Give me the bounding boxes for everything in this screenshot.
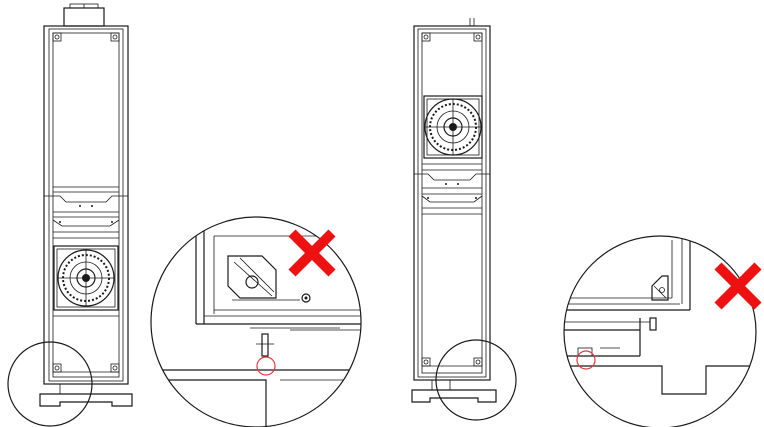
left-detail-callout [7,341,93,427]
red-cross-icon [288,229,336,277]
right-fan-icon [424,98,482,156]
left-zoom-detail [150,216,362,427]
left-base [39,393,133,407]
left-fan-icon [57,249,115,307]
right-zoom-detail [563,235,757,427]
right-detail-callout [435,339,517,421]
left-highlight-circle [256,356,276,376]
red-cross-icon [714,262,762,310]
left-cabinet [39,3,133,407]
right-base [411,389,497,403]
right-highlight-circle [576,350,596,370]
right-cabinet [411,18,497,403]
